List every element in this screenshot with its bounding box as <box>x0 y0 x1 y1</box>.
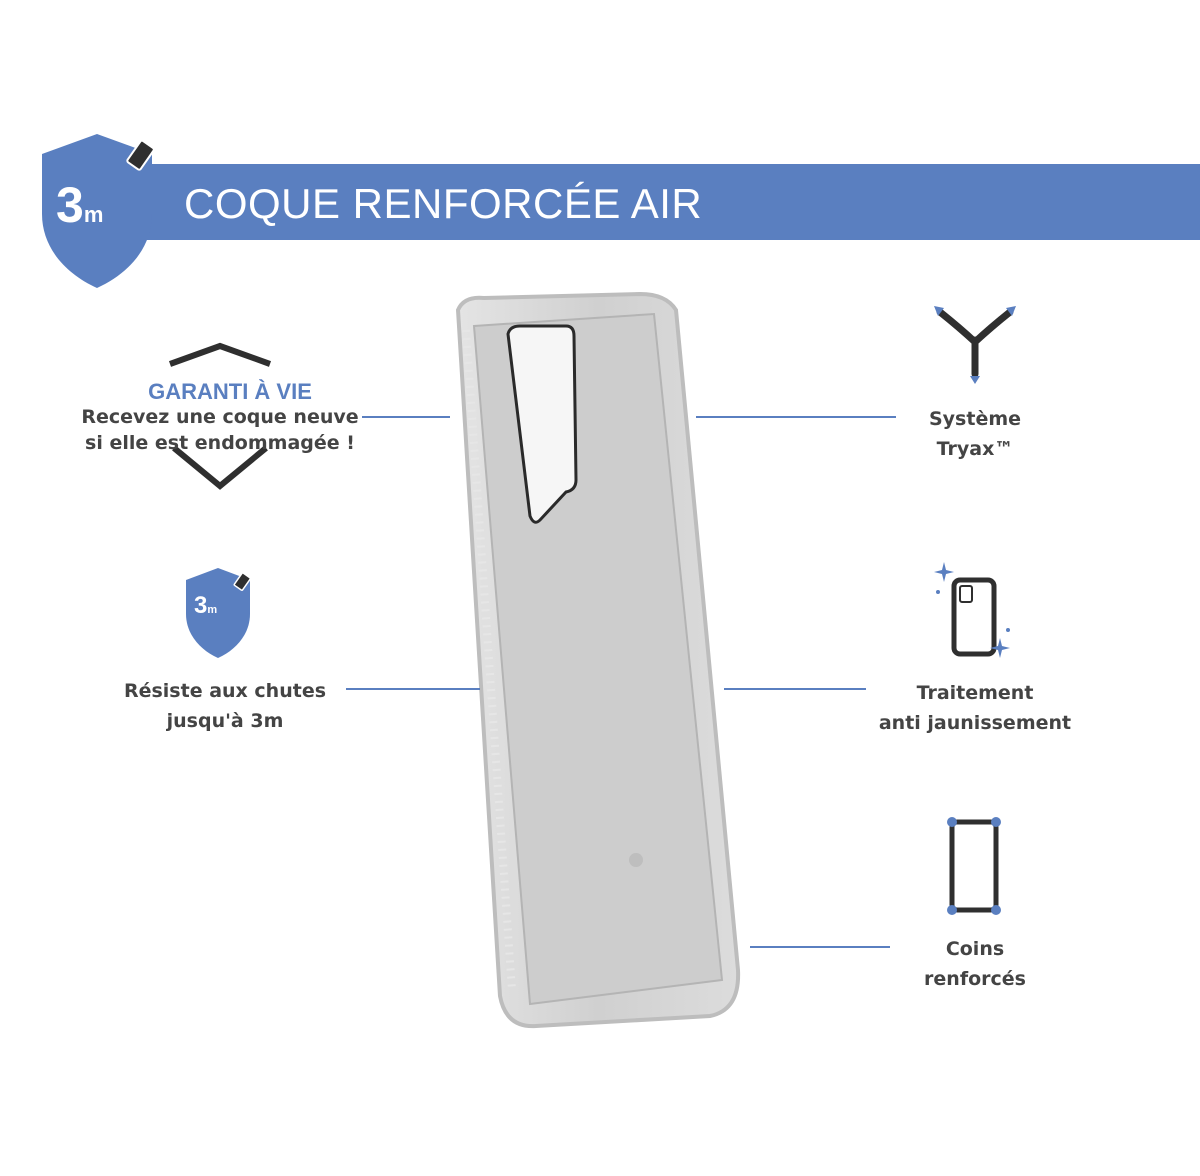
traitement-line-2: anti jaunissement <box>878 712 1072 734</box>
connector-garanti <box>362 416 450 418</box>
garanti-title: GARANTI À VIE <box>148 379 312 404</box>
tryax-line-1: Système <box>928 408 1022 430</box>
traitement-text: Traitement anti jaunissement <box>850 678 1100 738</box>
tryax-line-2: Tryax™ <box>936 438 1014 460</box>
phone-case-image <box>455 291 741 1029</box>
sparkle-phone-icon <box>934 562 1010 658</box>
shield-outline-icon <box>168 342 272 490</box>
coins-line-1: Coins <box>945 938 1005 960</box>
resiste-line-2: jusqu'à 3m <box>166 710 284 732</box>
coins-text: Coins renforcés <box>880 934 1070 994</box>
connector-traitement <box>724 688 866 690</box>
corner-phone-icon <box>947 817 1001 915</box>
connector-resiste <box>346 688 480 690</box>
resiste-line-1: Résiste aux chutes <box>123 680 327 702</box>
title-banner <box>120 164 1200 240</box>
small-badge-label: 3m <box>194 586 244 626</box>
shield-3m-icon <box>42 130 155 288</box>
garanti-description: Recevez une coque neuve si elle est endo… <box>40 404 400 456</box>
tryax-text: Système Tryax™ <box>890 404 1060 464</box>
badge-number: 3 <box>56 177 84 233</box>
small-badge-number: 3 <box>194 592 208 619</box>
shield-badge-label: 3m <box>56 170 146 240</box>
resiste-text: Résiste aux chutes jusqu'à 3m <box>80 676 370 736</box>
badge-unit: m <box>83 202 104 227</box>
shield-3m-small-icon <box>186 568 252 658</box>
small-badge-unit: m <box>207 604 218 616</box>
traitement-line-1: Traitement <box>916 682 1034 704</box>
coins-line-2: renforcés <box>924 968 1026 990</box>
connector-tryax <box>696 416 896 418</box>
banner-title: COQUE RENFORCÉE AIR <box>184 180 703 227</box>
garanti-line-2: si elle est endommagée ! <box>85 432 355 454</box>
connector-coins <box>750 946 890 948</box>
garanti-line-1: Recevez une coque neuve <box>81 406 359 428</box>
tryax-icon <box>934 306 1016 384</box>
